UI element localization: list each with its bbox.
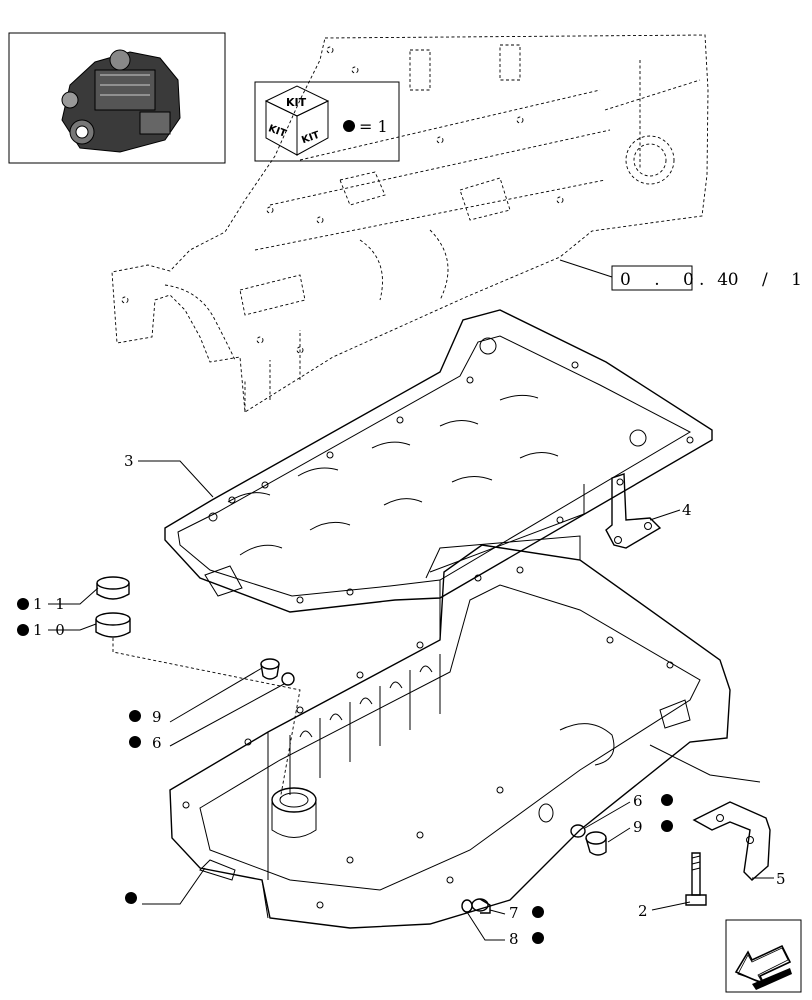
callout-8-bullet bbox=[532, 932, 544, 944]
kit-label-left: KIT bbox=[267, 123, 288, 140]
engine-block bbox=[111, 34, 709, 413]
kit-legend: KIT KIT KIT = 1 bbox=[254, 81, 400, 162]
callout-2: 2 bbox=[638, 902, 652, 920]
dipstick-path bbox=[112, 638, 301, 801]
kit-legend-text: = 1 bbox=[359, 117, 388, 136]
bolt-part-2 bbox=[685, 852, 707, 906]
oil-pan-gasket bbox=[164, 309, 713, 613]
kit-label-top: KIT bbox=[286, 96, 307, 109]
seal-part-8 bbox=[461, 899, 473, 913]
callout-11: 1 1 bbox=[33, 595, 69, 613]
callout-6a-bullet bbox=[129, 736, 141, 748]
engine-thumbnail-icon bbox=[61, 49, 181, 153]
callout-3: 3 bbox=[124, 452, 138, 470]
bracket-part-5 bbox=[692, 801, 771, 881]
callout-7: 7 bbox=[509, 904, 523, 922]
oil-pan bbox=[169, 540, 731, 929]
callout-9a: 9 bbox=[152, 708, 166, 726]
plug-part-9b bbox=[585, 831, 607, 856]
callout-4: 4 bbox=[682, 501, 696, 519]
reference-code-boxed: 0 . 0 4 bbox=[620, 270, 737, 290]
cap-part-11 bbox=[96, 576, 130, 600]
plug-part-9a bbox=[260, 658, 280, 680]
engine-thumbnail bbox=[8, 32, 226, 164]
callout-9a-bullet bbox=[129, 710, 141, 722]
seal-part-6a bbox=[281, 672, 295, 686]
callout-7-bullet bbox=[532, 906, 544, 918]
plug-part-7 bbox=[471, 898, 491, 914]
callout-10: 1 0 bbox=[33, 621, 69, 639]
callout-9b: 9 bbox=[633, 818, 647, 836]
kit-bullet bbox=[343, 120, 355, 132]
callout-oil-pan-bullet bbox=[125, 892, 137, 904]
ring-part-10 bbox=[95, 612, 131, 638]
callouts: 3 4 1 1 1 0 9 6 6 9 5 2 7 8 bbox=[17, 452, 790, 948]
reference-code-suffix: . 0 / 1 bbox=[699, 270, 811, 290]
callout-9b-bullet bbox=[661, 820, 673, 832]
callout-6b: 6 bbox=[633, 792, 647, 810]
callout-5: 5 bbox=[776, 870, 790, 888]
leader-lines bbox=[48, 460, 774, 941]
seal-part-6b bbox=[570, 824, 586, 838]
callout-11-bullet bbox=[17, 598, 29, 610]
callout-10-bullet bbox=[17, 624, 29, 636]
callout-8: 8 bbox=[509, 930, 523, 948]
callout-6b-bullet bbox=[661, 794, 673, 806]
callout-6a: 6 bbox=[152, 734, 166, 752]
bracket-part-4 bbox=[605, 473, 662, 549]
previous-page-arrow[interactable] bbox=[725, 919, 802, 993]
reference-code: 0 . 0 4 . 0 / 1 bbox=[559, 259, 811, 291]
